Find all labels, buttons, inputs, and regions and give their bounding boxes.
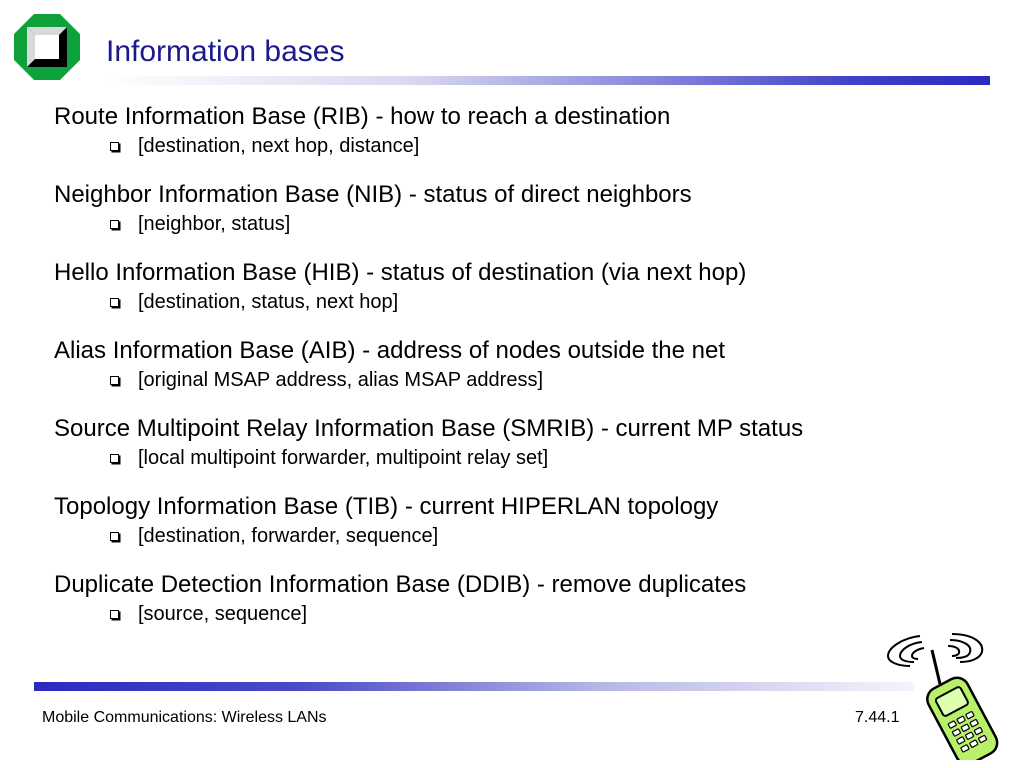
item-detail: [local multipoint forwarder, multipoint … xyxy=(54,445,994,471)
list-item: Hello Information Base (HIB) - status of… xyxy=(54,257,994,315)
hollow-square-bullet-icon xyxy=(110,454,119,463)
list-item: Neighbor Information Base (NIB) - status… xyxy=(54,179,994,237)
hollow-square-bullet-icon xyxy=(110,142,119,151)
list-item: Alias Information Base (AIB) - address o… xyxy=(54,335,994,393)
list-item: Source Multipoint Relay Information Base… xyxy=(54,413,994,471)
item-detail: [original MSAP address, alias MSAP addre… xyxy=(54,367,994,393)
item-heading: Source Multipoint Relay Information Base… xyxy=(54,415,804,442)
item-heading: Hello Information Base (HIB) - status of… xyxy=(54,259,747,286)
item-detail: [destination, next hop, distance] xyxy=(54,133,994,159)
university-logo-icon xyxy=(14,14,80,80)
footer-course-title: Mobile Communications: Wireless LANs xyxy=(42,709,327,726)
slide-content: Route Information Base (RIB) - how to re… xyxy=(54,101,994,647)
footer-slide-number: 7.44.1 xyxy=(855,709,900,726)
item-heading: Topology Information Base (TIB) - curren… xyxy=(54,493,719,520)
item-heading: Route Information Base (RIB) - how to re… xyxy=(54,103,671,130)
footer-divider xyxy=(34,682,914,691)
hollow-square-bullet-icon xyxy=(110,298,119,307)
list-item: Duplicate Detection Information Base (DD… xyxy=(54,569,994,627)
item-detail: [neighbor, status] xyxy=(54,211,994,237)
slide-title: Information bases xyxy=(106,35,345,68)
item-heading: Duplicate Detection Information Base (DD… xyxy=(54,571,747,598)
hollow-square-bullet-icon xyxy=(110,532,119,541)
item-detail: [destination, forwarder, sequence] xyxy=(54,523,994,549)
title-divider xyxy=(102,76,990,85)
item-heading: Neighbor Information Base (NIB) - status… xyxy=(54,181,692,208)
item-detail: [source, sequence] xyxy=(54,601,994,627)
list-item: Topology Information Base (TIB) - curren… xyxy=(54,491,994,549)
mobile-phone-icon xyxy=(886,633,999,760)
hollow-square-bullet-icon xyxy=(110,220,119,229)
hollow-square-bullet-icon xyxy=(110,610,119,619)
hollow-square-bullet-icon xyxy=(110,376,119,385)
item-detail: [destination, status, next hop] xyxy=(54,289,994,315)
list-item: Route Information Base (RIB) - how to re… xyxy=(54,101,994,159)
item-heading: Alias Information Base (AIB) - address o… xyxy=(54,337,726,364)
